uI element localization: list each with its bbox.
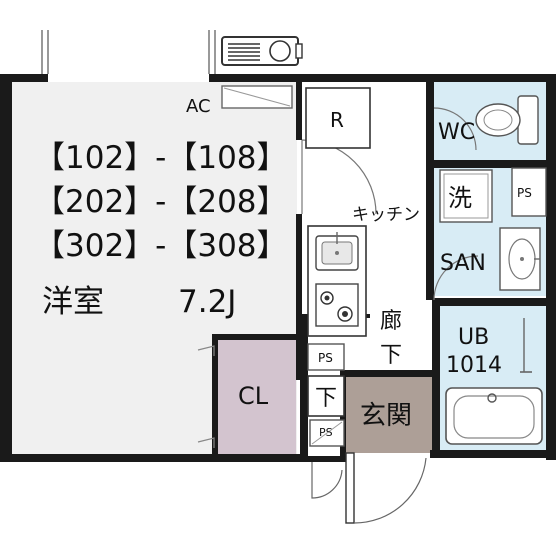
washer-label: 洗 bbox=[448, 184, 472, 212]
bathtub-icon bbox=[445, 318, 543, 445]
ps-entry bbox=[309, 419, 345, 447]
closet-label: CL bbox=[238, 382, 269, 410]
ub-label: UB bbox=[458, 325, 489, 350]
indoor-ac-icon bbox=[221, 85, 293, 109]
ps-label-entry: PS bbox=[319, 426, 333, 439]
shoe-cabinet bbox=[307, 375, 345, 417]
balcony bbox=[41, 30, 216, 74]
toilet-icon bbox=[433, 95, 539, 151]
san-label: SAN bbox=[440, 251, 486, 276]
basin-icon bbox=[499, 227, 541, 291]
ps-label-wet: PS bbox=[517, 186, 532, 200]
ac-outdoor-unit-icon bbox=[221, 36, 303, 66]
sink-icon bbox=[315, 232, 359, 271]
western-room-size: 7.2J bbox=[178, 284, 236, 320]
unit-range-row-2: 【202】-【208】 bbox=[34, 184, 288, 220]
ps-label-corridor: PS bbox=[318, 351, 333, 365]
entrance-label: 玄関 bbox=[360, 401, 412, 431]
ac-label: AC bbox=[186, 96, 211, 117]
corridor-label-top: 廊 bbox=[380, 309, 402, 334]
ub-size-label: 1014 bbox=[446, 353, 502, 378]
stove-icon bbox=[315, 283, 359, 327]
kitchen-label: キッチン bbox=[352, 205, 420, 225]
corridor-label-bottom: 下 bbox=[380, 343, 402, 368]
shoe-cabinet-label: 下 bbox=[315, 386, 337, 411]
fridge-icon bbox=[305, 87, 371, 149]
entrance-floor bbox=[346, 377, 432, 453]
closet-floor bbox=[218, 340, 296, 454]
western-room-label: 洋室 bbox=[42, 284, 104, 320]
unit-range-row-3: 【302】-【308】 bbox=[34, 228, 288, 264]
fridge-label: R bbox=[330, 108, 344, 132]
walls bbox=[0, 74, 556, 462]
ps-cabinet bbox=[307, 343, 345, 371]
washer-pan-icon bbox=[439, 169, 493, 223]
unit-range-row-1: 【102】-【108】 bbox=[34, 140, 288, 176]
wc-label: WC bbox=[438, 120, 475, 145]
washroom-door-swing bbox=[433, 255, 479, 301]
ps-box bbox=[511, 167, 547, 217]
entrance-door-icon bbox=[311, 452, 427, 524]
